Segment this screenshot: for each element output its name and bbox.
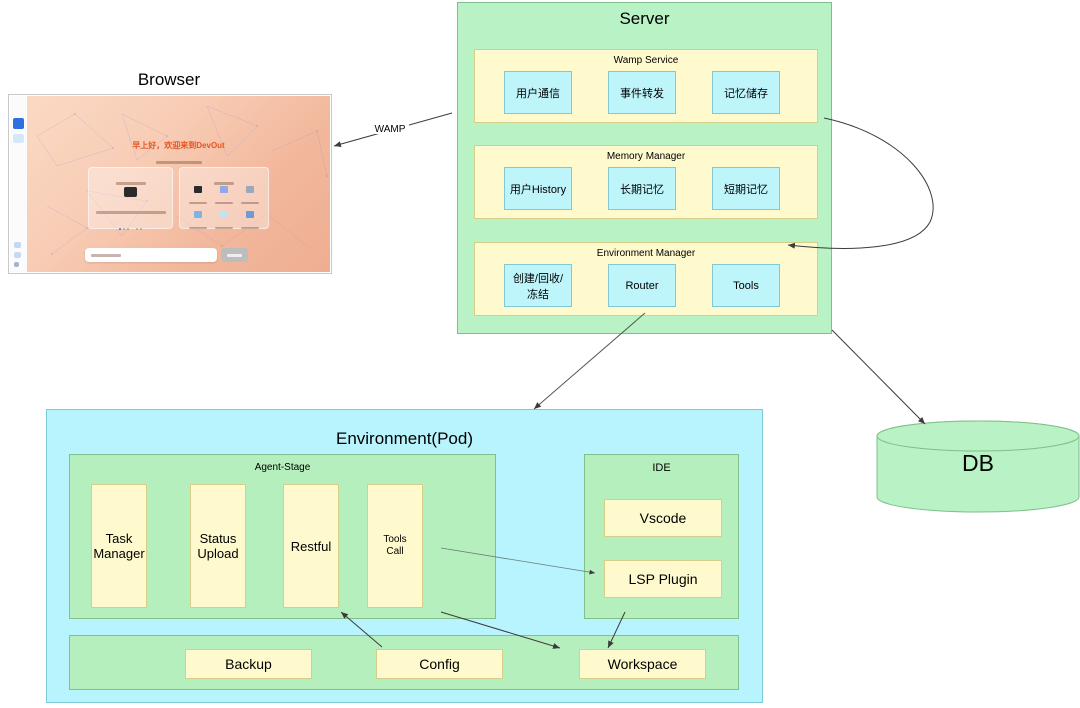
db-cylinder-shape (876, 420, 1080, 513)
tool-item[interactable] (237, 211, 263, 236)
group-environment-manager: Environment Manager 创建/回收/冻结 Router Tool… (474, 242, 818, 316)
tool-item[interactable] (211, 186, 237, 211)
service-user-comm[interactable]: 用户通信 (504, 71, 572, 114)
tool-grid[interactable] (185, 186, 263, 230)
page-search-button[interactable] (221, 248, 248, 262)
browser-node: Browser (8, 70, 332, 274)
stage-label: Status Upload (197, 531, 239, 561)
env-tools[interactable]: Tools (712, 264, 780, 307)
pod-title: Environment(Pod) (335, 429, 473, 448)
group-title: Environment Manager (596, 248, 696, 259)
page-headline: 早上好，欢迎来到DevOut (132, 141, 225, 150)
stage-status-upload[interactable]: Status Upload (190, 484, 246, 608)
sidebar-active-icon[interactable] (13, 118, 24, 129)
ide-title: IDE (652, 462, 671, 474)
card-left-body (89, 204, 172, 222)
stage-label: Restful (290, 538, 332, 554)
card-left-title (89, 175, 172, 193)
stage-task-manager[interactable]: Task Manager (91, 484, 147, 608)
group-wamp-service: Wamp Service 用户通信 事件转发 记忆储存 (474, 49, 818, 123)
tool-item[interactable] (185, 211, 211, 236)
edge-wamp: WAMP (333, 112, 453, 148)
page-subtitle (27, 154, 330, 172)
page-card-right[interactable] (179, 167, 269, 230)
browser-page: 早上好，欢迎来到DevOut (27, 96, 330, 272)
browser-sidebar[interactable] (10, 96, 28, 272)
service-memory-store[interactable]: 记忆储存 (712, 71, 780, 114)
page-card-left[interactable] (88, 167, 173, 230)
sidebar-item-icon[interactable] (13, 134, 24, 143)
card-left-icon (124, 187, 137, 197)
group-title: Wamp Service (613, 55, 679, 66)
sidebar-bottom-icon-2[interactable] (14, 252, 21, 258)
pod-container: Environment(Pod) Agent-Stage Task Manage… (46, 409, 763, 703)
edge-server-to-db (831, 329, 926, 425)
agent-stage-title: Agent-Stage (254, 462, 311, 473)
ide-lsp-plugin[interactable]: LSP Plugin (604, 560, 722, 598)
tool-item[interactable] (237, 186, 263, 211)
storage-workspace[interactable]: Workspace (579, 649, 706, 679)
ide-vscode[interactable]: Vscode (604, 499, 722, 537)
pod-storage-panel: Backup Config Workspace (69, 635, 739, 690)
browser-window: 早上好，欢迎来到DevOut (8, 94, 332, 274)
tool-item[interactable] (211, 211, 237, 236)
edge-label-wamp: WAMP (375, 124, 406, 135)
card-left-dots[interactable] (89, 217, 172, 235)
storage-config[interactable]: Config (376, 649, 503, 679)
browser-title: Browser (137, 70, 201, 89)
group-memory-manager: Memory Manager 用户History 长期记忆 短期记忆 (474, 145, 818, 219)
server-title: Server (619, 9, 670, 28)
page-decor-lines (36, 105, 328, 255)
tool-item[interactable] (185, 186, 211, 211)
group-title: Memory Manager (606, 151, 686, 162)
db-label: DB (962, 450, 994, 476)
stage-restful[interactable]: Restful (283, 484, 339, 608)
memory-long-term[interactable]: 长期记忆 (608, 167, 676, 210)
agent-stage-panel: Agent-Stage Task Manager Status Upload R… (69, 454, 496, 619)
ide-panel: IDE Vscode LSP Plugin (584, 454, 739, 619)
env-router[interactable]: Router (608, 264, 676, 307)
sidebar-bottom-icon-1[interactable] (14, 242, 21, 248)
stage-label: Task Manager (93, 531, 145, 561)
server-container: Server Wamp Service 用户通信 事件转发 记忆储存 Memor… (457, 2, 832, 334)
database-node[interactable]: DB (876, 420, 1080, 513)
stage-label: Tools Call (383, 534, 407, 557)
card-right-title (180, 175, 268, 193)
service-event-forward[interactable]: 事件转发 (608, 71, 676, 114)
storage-backup[interactable]: Backup (185, 649, 312, 679)
memory-short-term[interactable]: 短期记忆 (712, 167, 780, 210)
sidebar-bottom-icon-3[interactable] (14, 262, 19, 267)
stage-tools-call[interactable]: Tools Call (367, 484, 423, 608)
page-search-input[interactable] (85, 248, 217, 262)
memory-user-history[interactable]: 用户History (504, 167, 572, 210)
env-create-recycle-freeze[interactable]: 创建/回收/冻结 (504, 264, 572, 307)
